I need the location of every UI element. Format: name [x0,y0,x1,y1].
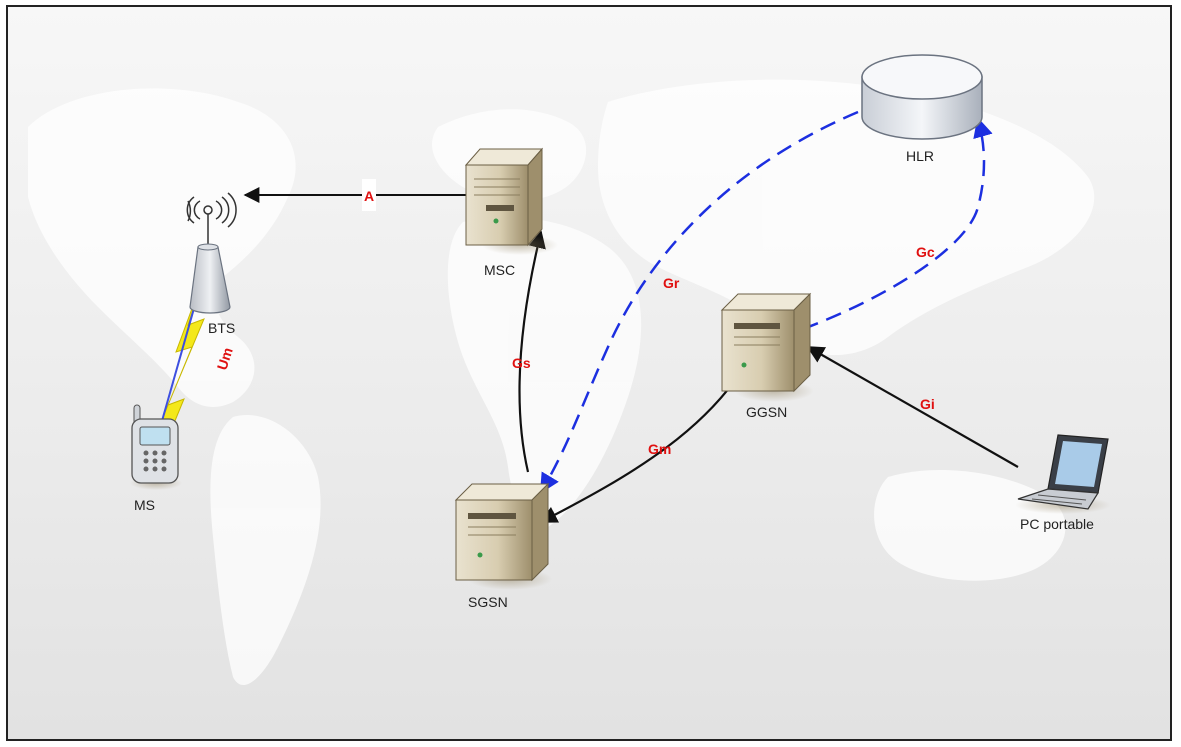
interface-gc-label: Gc [916,244,935,260]
pc-laptop-icon[interactable] [1015,434,1111,514]
world-map-background [28,79,1095,686]
bts-antenna-icon[interactable] [186,192,237,314]
network-diagram: HLR MSC BTS MS [28,54,1111,686]
ms-phone-icon[interactable] [130,404,182,490]
interface-a-box [362,179,376,211]
interface-um-label: Um [214,346,236,372]
pc-portable-label: PC portable [1020,516,1094,532]
ggsn-label: GGSN [746,404,787,420]
msc-server-icon[interactable] [464,147,558,255]
interface-gi-label: Gi [920,396,935,412]
ggsn-server-icon[interactable] [720,292,814,402]
interface-a-label: A [364,188,374,204]
hlr-label: HLR [906,148,934,164]
link-gs [518,230,546,473]
sgsn-server-icon[interactable] [454,482,552,590]
diagram-frame: HLR MSC BTS MS [6,5,1172,741]
hlr-database-icon[interactable] [861,54,983,140]
msc-label: MSC [484,262,515,278]
link-gc [802,117,993,331]
link-gi [806,346,1019,468]
ms-label: MS [134,497,155,513]
interface-gm-label: Gm [648,441,671,457]
bts-label: BTS [208,320,235,336]
link-gr [539,110,859,494]
interface-gs-label: Gs [512,355,531,371]
sgsn-label: SGSN [468,594,508,610]
interface-gr-label: Gr [663,275,680,291]
